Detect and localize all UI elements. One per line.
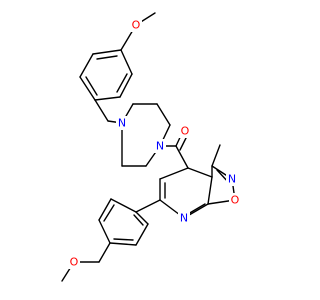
bond <box>96 55 118 60</box>
bond <box>79 76 96 101</box>
bond <box>135 211 149 225</box>
bond-layer <box>61 12 236 282</box>
bond <box>79 53 94 78</box>
atom-label-layer: O N N O N N O O <box>68 18 241 269</box>
bond <box>207 176 213 205</box>
oxygen-atom-label: O <box>132 19 141 32</box>
nitrogen-atom-label: N <box>228 173 236 186</box>
bond <box>120 49 133 75</box>
bond <box>109 242 137 246</box>
bond <box>175 145 189 169</box>
bond <box>94 99 109 122</box>
bond <box>119 73 133 98</box>
bond <box>113 238 134 241</box>
isoxazole-oxygen-atom-label: O <box>231 194 240 207</box>
bond <box>85 76 98 96</box>
bond <box>156 103 171 126</box>
bond <box>135 199 161 213</box>
carbonyl-oxygen-atom-label: O <box>181 125 190 138</box>
bond <box>133 214 144 226</box>
oxygen-atom-label: O <box>70 256 79 269</box>
pyridine-nitrogen-atom-label: N <box>180 212 188 225</box>
bond <box>92 49 122 55</box>
nitrogen-atom-label: N <box>118 117 126 130</box>
chemical-structure-diagram: O N N O N N O O <box>61 12 241 282</box>
bond <box>98 219 111 244</box>
bond <box>94 96 121 101</box>
bond <box>98 242 111 263</box>
nitrogen-atom-label: N <box>156 140 164 153</box>
bond <box>98 198 112 221</box>
bond <box>110 198 137 213</box>
bond <box>116 73 128 93</box>
bond <box>187 167 213 178</box>
bond <box>135 223 149 246</box>
bond <box>159 167 189 180</box>
bond <box>103 204 115 222</box>
bond <box>187 203 206 215</box>
bond <box>211 144 221 167</box>
